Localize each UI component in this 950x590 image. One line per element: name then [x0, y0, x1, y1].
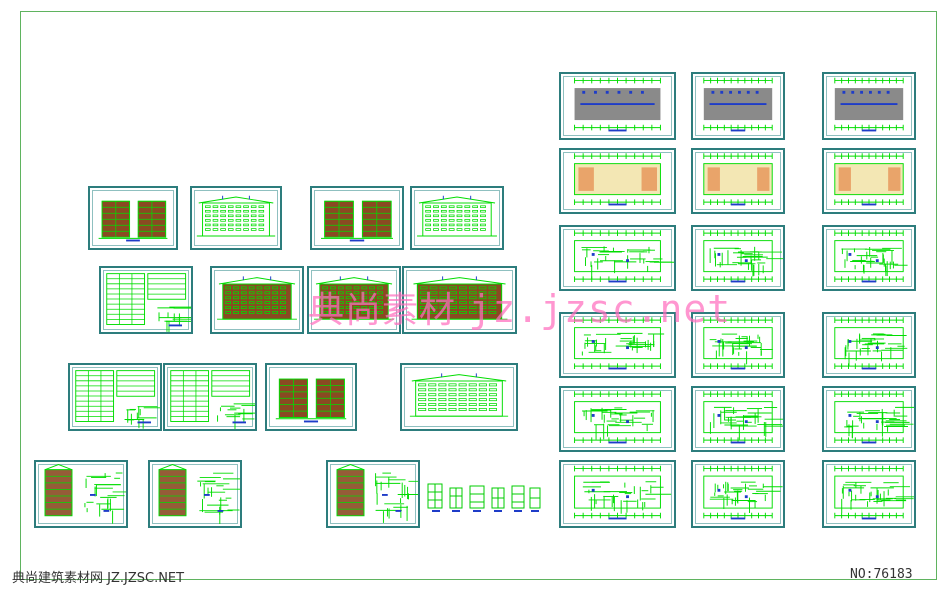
drawing-graphic — [703, 317, 773, 370]
drawing-thumbnail — [559, 460, 676, 528]
drawing-thumbnail — [691, 312, 785, 378]
drawing-thumbnail — [822, 386, 916, 452]
drawing-thumbnail — [559, 312, 676, 378]
drawing-graphic — [574, 77, 661, 132]
drawing-thumbnail — [822, 225, 916, 291]
drawing-graphic — [834, 77, 904, 132]
drawing-thumbnail — [307, 266, 401, 334]
drawing-thumbnail — [559, 72, 676, 140]
drawing-thumbnail — [148, 460, 242, 528]
drawing-graphic — [158, 464, 240, 525]
drawing-graphic — [409, 373, 509, 417]
drawing-graphic — [417, 195, 497, 237]
drawing-graphic — [275, 378, 347, 423]
footer-drawing-number: NO:76183 — [850, 567, 913, 582]
watermark-cn: 典尚素材 — [308, 290, 457, 331]
drawing-thumbnail — [559, 148, 676, 214]
drawing-graphic — [834, 230, 908, 283]
drawing-thumbnail — [559, 225, 676, 291]
drawing-graphic — [834, 317, 908, 370]
drawing-thumbnail — [822, 148, 916, 214]
drawing-thumbnail — [326, 460, 420, 528]
drawing-thumbnail — [163, 363, 257, 431]
drawing-thumbnail — [410, 186, 504, 250]
drawing-graphic — [574, 391, 661, 444]
drawing-thumbnail — [822, 312, 916, 378]
drawing-thumbnail — [691, 72, 785, 140]
watermark: 典尚素材 jz.jzsc.net — [308, 284, 731, 334]
drawing-thumbnail — [691, 386, 785, 452]
drawing-thumbnail — [34, 460, 128, 528]
drawing-thumbnail — [400, 363, 518, 431]
drawing-graphic — [574, 317, 665, 370]
drawing-graphic — [574, 465, 672, 520]
drawing-graphic — [170, 370, 255, 429]
drawing-graphic — [106, 273, 191, 332]
drawing-thumbnail — [68, 363, 162, 431]
drawing-graphic — [834, 465, 914, 520]
detail-drawings-strip — [424, 478, 544, 516]
drawing-thumbnail — [265, 363, 357, 431]
drawing-graphic — [703, 77, 773, 132]
drawing-thumbnail — [88, 186, 178, 250]
drawing-graphic — [574, 153, 661, 206]
drawing-graphic — [834, 391, 914, 444]
drawing-thumbnail — [559, 386, 676, 452]
drawing-thumbnail — [691, 225, 785, 291]
drawing-thumbnail — [691, 148, 785, 214]
drawing-thumbnail — [99, 266, 193, 334]
drawing-thumbnail — [822, 72, 916, 140]
watermark-url: jz.jzsc.net — [468, 287, 732, 331]
drawing-thumbnail — [691, 460, 785, 528]
drawing-graphic — [314, 276, 394, 320]
drawing-sheet-border — [20, 11, 937, 580]
drawing-graphic — [196, 195, 276, 237]
drawing-thumbnail — [190, 186, 282, 250]
drawing-graphic — [703, 153, 773, 206]
drawing-graphic — [574, 230, 674, 283]
footer-site-label: 典尚建筑素材网 JZ.JZSC.NET — [12, 571, 185, 586]
drawing-graphic — [98, 200, 168, 242]
drawing-thumbnail — [210, 266, 304, 334]
drawing-graphic — [411, 276, 508, 320]
drawing-graphic — [703, 465, 783, 520]
drawing-graphic — [703, 391, 783, 444]
drawing-thumbnail — [310, 186, 404, 250]
drawing-graphic — [834, 153, 904, 206]
drawing-graphic — [703, 230, 783, 283]
drawing-graphic — [321, 200, 393, 242]
drawing-thumbnail — [822, 460, 916, 528]
drawing-graphic — [44, 464, 126, 524]
drawing-thumbnail — [402, 266, 517, 334]
drawing-graphic — [75, 370, 160, 429]
drawing-graphic — [217, 276, 297, 320]
drawing-graphic — [336, 464, 418, 523]
